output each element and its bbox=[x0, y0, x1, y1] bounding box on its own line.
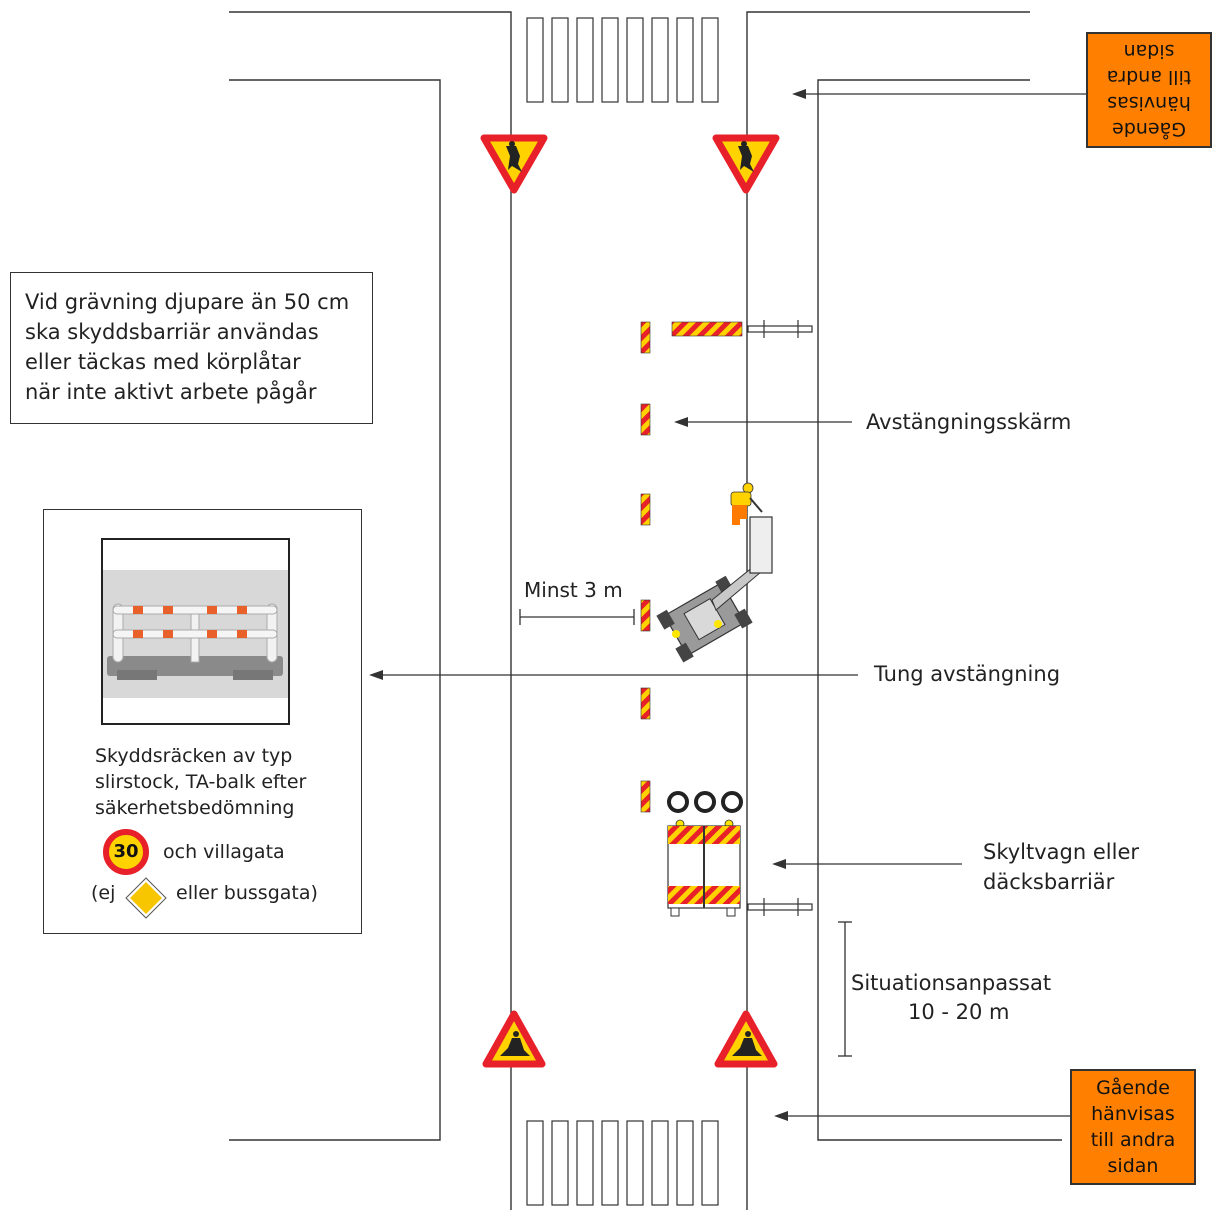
note-line: Vid grävning djupare än 50 cm bbox=[25, 290, 350, 314]
pedestrian-sign-line: sidan bbox=[1107, 1155, 1159, 1177]
crosswalk-top bbox=[526, 17, 719, 103]
pedestrian-sign-line: hänvisas bbox=[1107, 92, 1191, 114]
arrow-lines bbox=[383, 93, 1088, 1117]
barrier-text-line: Skyddsräcken av typ bbox=[95, 745, 293, 767]
road-outline bbox=[229, 11, 1062, 1210]
note-box: Vid grävning djupare än 50 cm ska skydds… bbox=[10, 272, 373, 424]
pedestrian-sign-bottom: Gående hänvisas till andra sidan bbox=[1070, 1069, 1196, 1185]
roadwork-triangle-icon bbox=[714, 1010, 778, 1068]
barrier-info-box: Skyddsräcken av typ slirstock, TA-balk e… bbox=[43, 509, 362, 934]
situation-label-line1: Situationsanpassat bbox=[851, 971, 1052, 995]
pedestrian-sign-line: hänvisas bbox=[1091, 1103, 1175, 1125]
trailer-label-line1: Skyltvagn eller bbox=[983, 840, 1139, 864]
worker-icon bbox=[730, 482, 763, 525]
screen-label: Avstängningsskärm bbox=[866, 410, 1072, 434]
pedestrian-sign-line: till andra bbox=[1090, 1129, 1176, 1151]
pedestrian-sign-top: Gående hänvisas till andra sidan bbox=[1086, 32, 1212, 148]
trailer-label-line2: däcksbarriär bbox=[983, 870, 1115, 894]
priority-road-icon bbox=[125, 877, 167, 919]
sign-trailer-icon bbox=[667, 791, 743, 917]
note-line: eller täckas med körplåtar bbox=[25, 350, 301, 374]
speed-limit-icon: 30 bbox=[103, 829, 149, 875]
speed-suffix: och villagata bbox=[163, 841, 285, 863]
yield-triangle-icon bbox=[480, 134, 548, 194]
min-distance-dimension bbox=[519, 609, 635, 625]
heavy-closure-label: Tung avstängning bbox=[874, 662, 1061, 686]
barrier-text-line: slirstock, TA-balk efter bbox=[95, 771, 307, 793]
screen-barriers bbox=[640, 321, 651, 813]
yield-triangle-icon bbox=[712, 134, 780, 194]
pedestrian-sign-line: sidan bbox=[1123, 40, 1175, 62]
exception-prefix: (ej bbox=[91, 882, 116, 904]
arrow-heads bbox=[369, 89, 806, 1121]
crosswalk-bottom bbox=[526, 1120, 719, 1206]
note-line: när inte aktivt arbete pågår bbox=[25, 380, 317, 404]
pedestrian-sign-line: Gående bbox=[1112, 118, 1186, 140]
min-distance-label: Minst 3 m bbox=[524, 578, 623, 602]
barrier-photo-icon bbox=[101, 538, 290, 725]
situation-label-line2: 10 - 20 m bbox=[908, 1000, 1010, 1024]
sidewalk-railing-bottom bbox=[747, 898, 813, 916]
barrier-text-line: säkerhetsbedömning bbox=[95, 797, 295, 819]
roadwork-triangle-icon bbox=[482, 1010, 546, 1068]
pedestrian-sign-line: Gående bbox=[1096, 1077, 1170, 1099]
note-line: ska skyddsbarriär användas bbox=[25, 320, 319, 344]
aerial-lift-icon bbox=[656, 516, 773, 663]
pedestrian-sign-line: till andra bbox=[1106, 66, 1192, 88]
situation-dimension bbox=[838, 921, 852, 1057]
sidewalk-railing-top bbox=[747, 320, 813, 338]
top-barrier bbox=[671, 321, 743, 337]
speed-limit-value: 30 bbox=[113, 841, 139, 862]
exception-suffix: eller bussgata) bbox=[176, 882, 318, 904]
